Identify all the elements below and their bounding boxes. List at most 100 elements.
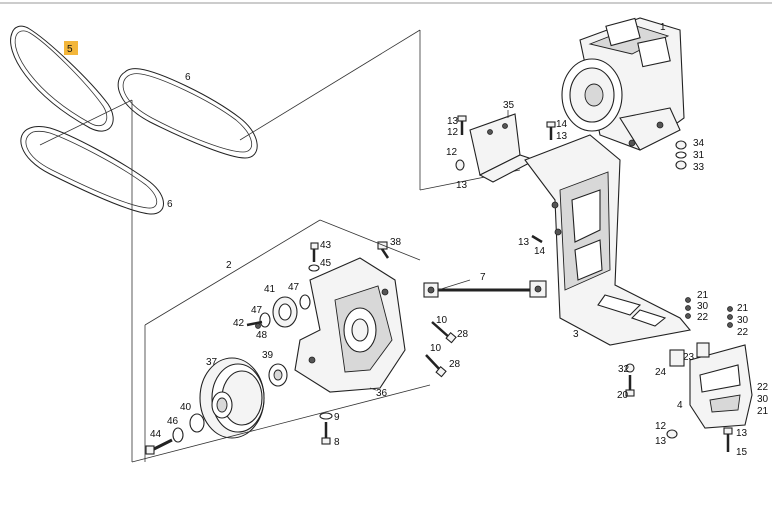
- callout-30a: 30: [697, 301, 709, 312]
- leader-belts-1: [239, 29, 421, 141]
- mount-bracket-4[interactable]: [689, 344, 753, 429]
- bolt-13-top[interactable]: [457, 115, 467, 135]
- leader-rod-7: [437, 279, 471, 291]
- bracket-36[interactable]: [294, 257, 406, 393]
- washer-45[interactable]: [308, 264, 320, 272]
- callout-48: 48: [256, 330, 268, 341]
- fastener-stack-21-30-22[interactable]: [685, 297, 733, 328]
- tie-rod-7[interactable]: [423, 280, 547, 298]
- callout-12c: 12: [655, 421, 667, 432]
- callout-30c: 30: [757, 394, 769, 405]
- leader-assembly-2-b: [319, 219, 421, 261]
- callout-28a: 28: [457, 329, 469, 340]
- callout-20: 20: [617, 390, 629, 401]
- callout-2: 2: [226, 260, 232, 271]
- callout-37: 37: [206, 357, 218, 368]
- callout-labels: 1 2 3 4 6 6 7 8 9 10 10 12 12 12 13 13 1…: [150, 22, 769, 458]
- highlight-badge[interactable]: [64, 41, 78, 55]
- nut-32[interactable]: [625, 363, 635, 373]
- leader-assembly-2-a: [144, 219, 321, 326]
- callout-42: 42: [233, 318, 245, 329]
- callout-3: 3: [573, 329, 579, 340]
- callout-28b: 28: [449, 359, 461, 370]
- callout-35: 35: [503, 100, 515, 111]
- leader-bracket-36: [369, 387, 377, 391]
- callout-13c: 13: [556, 131, 568, 142]
- callout-34: 34: [693, 138, 705, 149]
- rubber-mount-23[interactable]: [669, 349, 685, 367]
- callout-13f: 13: [736, 428, 748, 439]
- rubber-mount-23b[interactable]: [696, 342, 710, 358]
- bolt-38[interactable]: [377, 241, 390, 259]
- callout-47a: 47: [288, 282, 300, 293]
- leader-belts-5: [39, 99, 133, 146]
- callout-8: 8: [334, 437, 340, 448]
- bolt-44[interactable]: [145, 438, 173, 455]
- washer-39[interactable]: [268, 363, 288, 387]
- bolt-28-upper[interactable]: [431, 321, 457, 344]
- washer-47-b[interactable]: [259, 312, 271, 328]
- callout-46: 46: [167, 416, 179, 427]
- belt-6-upper[interactable]: [117, 68, 258, 159]
- callout-22a: 22: [697, 312, 709, 323]
- callout-10a: 10: [436, 315, 448, 326]
- callout-23: 23: [683, 352, 695, 363]
- leader-assembly-2-d: [131, 384, 431, 463]
- callout-12b: 12: [446, 147, 458, 158]
- bolt-14-mid[interactable]: [531, 234, 543, 244]
- bolt-28-lower[interactable]: [425, 354, 447, 378]
- callout-13e: 13: [655, 436, 667, 447]
- idler-pulley-41[interactable]: [272, 296, 298, 328]
- nut-34[interactable]: [675, 140, 687, 150]
- bracket-3[interactable]: [524, 134, 692, 346]
- bolt-15[interactable]: [723, 427, 733, 452]
- washer-9[interactable]: [319, 412, 333, 420]
- callout-9: 9: [334, 412, 340, 423]
- bolt-20[interactable]: [625, 375, 635, 397]
- callout-38: 38: [390, 237, 402, 248]
- callout-44: 44: [150, 429, 162, 440]
- callout-15: 15: [736, 447, 748, 458]
- bolt-8[interactable]: [321, 422, 331, 445]
- bracket-35[interactable]: [469, 113, 537, 183]
- callout-13a: 13: [447, 116, 459, 127]
- bolt-43[interactable]: [310, 242, 319, 262]
- callout-47b: 47: [251, 305, 263, 316]
- highlight-badge-label: 5: [67, 44, 73, 55]
- washer-40[interactable]: [189, 413, 205, 433]
- callout-43: 43: [320, 240, 332, 251]
- compressor-1[interactable]: [561, 17, 685, 151]
- main-pulley-37[interactable]: [199, 357, 265, 439]
- callout-40: 40: [180, 402, 192, 413]
- callout-1: 1: [660, 22, 666, 33]
- callout-6a: 6: [185, 72, 191, 83]
- callout-32: 32: [618, 364, 630, 375]
- callout-21a: 21: [697, 290, 709, 301]
- callout-36: 36: [376, 388, 388, 399]
- callout-6b: 6: [167, 199, 173, 210]
- callout-39: 39: [262, 350, 274, 361]
- callout-30b: 30: [737, 315, 749, 326]
- nut-12-13[interactable]: [455, 159, 465, 171]
- callout-24: 24: [655, 367, 667, 378]
- callout-21b: 21: [737, 303, 749, 314]
- callout-33: 33: [693, 162, 705, 173]
- washer-47[interactable]: [299, 294, 311, 310]
- callout-10b: 10: [430, 343, 442, 354]
- washer-46[interactable]: [172, 427, 184, 443]
- callout-22c: 22: [757, 382, 769, 393]
- callout-21c: 21: [757, 406, 769, 417]
- nut-12-13-lower[interactable]: [666, 429, 678, 439]
- callout-13d: 13: [518, 237, 530, 248]
- belt-6-lower[interactable]: [20, 126, 164, 215]
- washer-31[interactable]: [675, 151, 687, 159]
- callout-22b: 22: [737, 327, 749, 338]
- bolt-42[interactable]: [246, 320, 263, 329]
- belt-5[interactable]: [10, 25, 114, 132]
- callout-12a: 12: [447, 127, 459, 138]
- callout-14b: 14: [534, 246, 546, 257]
- bolt-14-top[interactable]: [546, 121, 556, 140]
- nut-33[interactable]: [675, 160, 687, 170]
- callout-4: 4: [677, 400, 683, 411]
